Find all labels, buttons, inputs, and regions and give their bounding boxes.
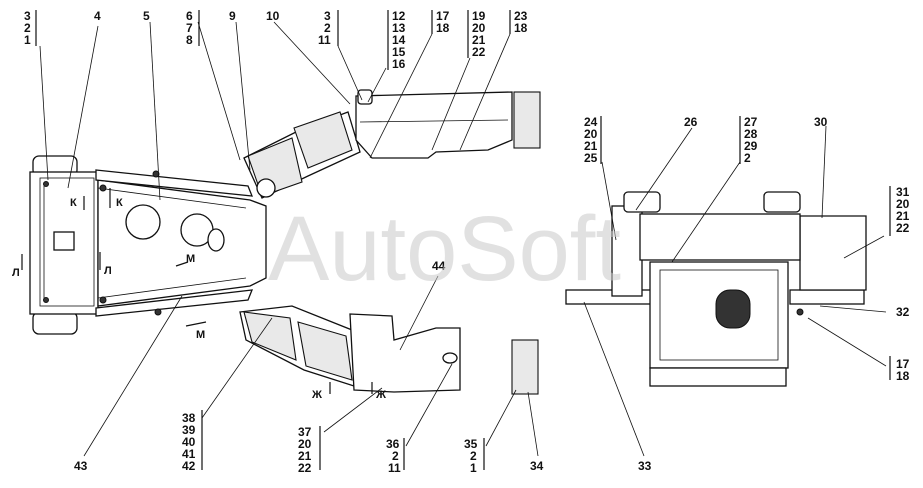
- lower-bracket: [349, 313, 461, 393]
- section-zh-right: Ж: [375, 389, 386, 401]
- section-k-right: К: [116, 197, 123, 209]
- callout-32: 32: [896, 305, 910, 319]
- section-m-bottom: М: [196, 329, 205, 341]
- main-frame: [97, 179, 267, 307]
- upper-fender-seam: [359, 119, 509, 123]
- rear-elevation-view: [565, 191, 867, 387]
- rear-frame-inner: [659, 269, 779, 361]
- bolt: [43, 297, 49, 303]
- leader-lines: [39, 21, 887, 457]
- bottom-side-bar: [95, 289, 254, 317]
- section-l-left: Л: [12, 267, 20, 279]
- callout-26: 26: [684, 115, 698, 129]
- rear-plate-box: [53, 231, 75, 251]
- lower-step-plate-a: [243, 311, 297, 361]
- callout-34: 34: [530, 459, 544, 473]
- bolt: [99, 296, 107, 304]
- rear-lower-plate: [649, 367, 787, 387]
- lower-step-plate-b: [297, 321, 353, 381]
- upper-fender: [355, 91, 513, 159]
- callout-4: 4: [94, 9, 101, 23]
- section-markers: К К Л Л М М Ж Ж: [12, 188, 386, 401]
- bolt: [796, 308, 804, 316]
- lower-bracket-hole: [442, 352, 458, 364]
- right-lamp: [763, 191, 801, 213]
- rear-grille: [715, 289, 751, 329]
- frame-hole-left: [125, 204, 161, 240]
- left-lamp: [623, 191, 661, 213]
- watermark: AutoSoft: [268, 198, 621, 300]
- main-frame-view: [29, 89, 541, 395]
- callout-10: 10: [266, 9, 280, 23]
- cab-top: [639, 213, 801, 261]
- section-k-left: К: [70, 197, 77, 209]
- callout-30: 30: [814, 115, 828, 129]
- upper-ladder: [513, 91, 541, 149]
- bottom-roller: [32, 311, 78, 335]
- callout-5: 5: [143, 9, 150, 23]
- spare-ladder: [511, 339, 539, 395]
- callout-43: 43: [74, 459, 88, 473]
- bolt: [152, 170, 160, 178]
- section-m-top: М: [186, 253, 195, 265]
- upper-step-plate-b: [293, 111, 353, 169]
- upper-pivot: [256, 178, 276, 198]
- rear-plate-inner: [39, 177, 95, 307]
- top-side-bar: [95, 169, 254, 197]
- frame-slot: [207, 228, 225, 252]
- callout-9: 9: [229, 9, 236, 23]
- rear-plate: [29, 171, 99, 315]
- section-l-right: Л: [104, 265, 112, 277]
- bolt: [43, 181, 49, 187]
- left-side-box: [611, 205, 643, 297]
- section-zh-left: Ж: [311, 389, 322, 401]
- right-side-box: [799, 215, 867, 291]
- callout-33: 33: [638, 459, 652, 473]
- right-wing-plate: [789, 289, 865, 305]
- bolt: [99, 184, 107, 192]
- frame-rails: [97, 187, 247, 299]
- bolt: [154, 308, 162, 316]
- upper-clamp: [357, 89, 373, 105]
- callout-44: 44: [432, 259, 446, 273]
